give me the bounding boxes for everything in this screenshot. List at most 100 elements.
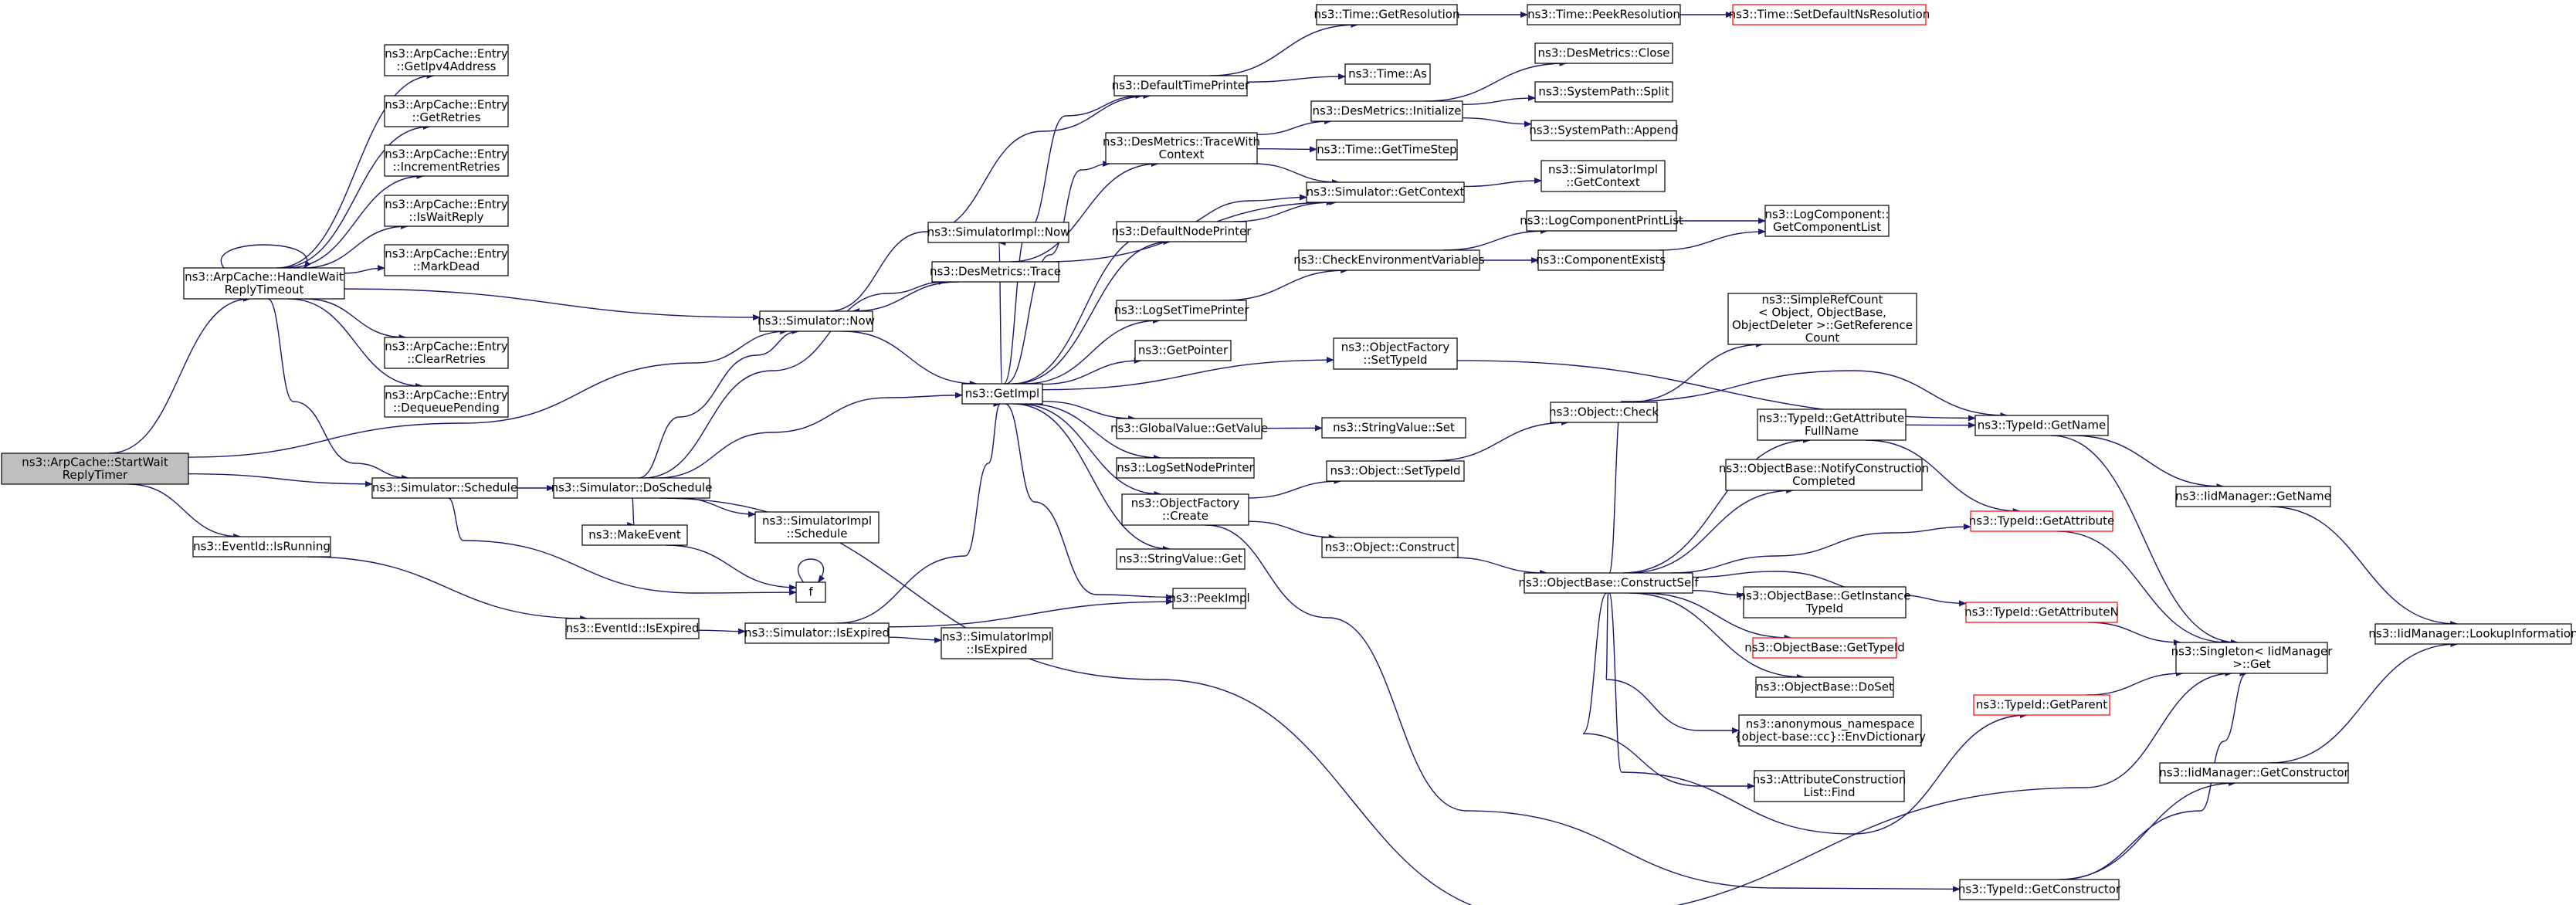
node-n66[interactable]: ns3::IidManager::GetName xyxy=(2175,486,2331,507)
edge-n21-n27 xyxy=(1042,400,1137,422)
node-n48[interactable]: ns3::LogComponentPrintList xyxy=(1520,210,1683,232)
node-n15[interactable]: ns3::SimulatorImpl::Schedule xyxy=(754,511,880,544)
node-n43[interactable]: ns3::Time::SetDefaultNsResolution xyxy=(1729,4,1930,25)
node-label: GetComponentList xyxy=(1773,220,1881,234)
node-label: ReplyTimer xyxy=(63,468,128,482)
node-n39[interactable]: ns3::StringValue::Set xyxy=(1321,417,1466,439)
node-box xyxy=(384,244,509,276)
node-box xyxy=(384,95,509,127)
edge-n53-n60 xyxy=(1582,592,1755,789)
node-n58[interactable]: ns3::ObjectBase::DoSet xyxy=(1755,676,1894,698)
node-box xyxy=(795,581,826,603)
node-n57[interactable]: ns3::ObjectBase::GetTypeId xyxy=(1744,637,1905,659)
node-n3[interactable]: ns3::ArpCache::Entry::GetRetries xyxy=(384,95,509,127)
edge-n0-n9 xyxy=(188,328,788,458)
node-n44[interactable]: ns3::DesMetrics::Close xyxy=(1534,42,1673,64)
node-n63[interactable]: ns3::TypeId::GetAttributeN xyxy=(1964,602,2119,623)
node-n35[interactable]: ns3::Time::GetTimeStep xyxy=(1316,139,1458,161)
node-n13[interactable]: ns3::MakeEvent xyxy=(581,524,688,546)
node-box xyxy=(1530,120,1677,141)
node-n32[interactable]: ns3::Time::GetResolution xyxy=(1314,4,1460,25)
node-n14[interactable]: f xyxy=(795,581,826,603)
node-n69[interactable]: ns3::IidManager::LookupInformation xyxy=(2368,623,2576,645)
edge-n34-n44 xyxy=(1424,60,1568,102)
node-n20[interactable]: ns3::DesMetrics::Trace xyxy=(930,261,1061,283)
node-n64[interactable]: ns3::TypeId::GetParent xyxy=(1973,694,2110,716)
node-n47[interactable]: ns3::SimulatorImpl::GetContext xyxy=(1541,160,1666,192)
node-n24[interactable]: ns3::DefaultNodePrinter xyxy=(1112,221,1252,242)
node-n18[interactable]: ns3::SimulatorImpl::IsExpired xyxy=(941,627,1053,659)
node-n16[interactable]: ns3::EventId::IsExpired xyxy=(565,618,700,639)
edge-n23-n36 xyxy=(1252,163,1340,185)
node-n21[interactable]: ns3::GetImpl xyxy=(961,383,1043,405)
node-n30[interactable]: ns3::StringValue::Get xyxy=(1116,548,1246,570)
node-n55[interactable]: ns3::ObjectBase::NotifyConstructionCompl… xyxy=(1719,459,1929,491)
node-n52[interactable]: ns3::Object::Check xyxy=(1549,402,1659,423)
node-n22[interactable]: ns3::DefaultTimePrinter xyxy=(1112,75,1250,97)
node-n42[interactable]: ns3::Time::PeekResolution xyxy=(1527,4,1681,25)
node-box xyxy=(1725,459,1923,491)
node-box xyxy=(2175,642,2328,674)
node-n8[interactable]: ns3::ArpCache::Entry::DequeuePending xyxy=(384,385,509,418)
node-n10[interactable]: ns3::Simulator::Schedule xyxy=(371,477,518,499)
node-box xyxy=(553,477,710,499)
edge-n40-n52 xyxy=(1431,419,1569,462)
edge-n22-n32 xyxy=(1209,22,1359,76)
node-n61[interactable]: ns3::TypeId::GetName xyxy=(1974,415,2109,436)
node-n46[interactable]: ns3::SystemPath::Append xyxy=(1529,120,1679,141)
node-label: ns3::ArpCache::Entry xyxy=(385,97,508,111)
node-box xyxy=(941,627,1053,659)
node-n51[interactable]: ns3::SimpleRefCount< Object, ObjectBase,… xyxy=(1727,293,1917,345)
node-n53[interactable]: ns3::ObjectBase::ConstructSelf xyxy=(1518,572,1699,594)
node-n38[interactable]: ns3::ObjectFactory::SetTypeId xyxy=(1333,337,1458,370)
node-n12[interactable]: ns3::Simulator::DoSchedule xyxy=(551,477,713,499)
node-label: ns3::ObjectBase::ConstructSelf xyxy=(1518,576,1699,590)
node-box xyxy=(183,267,345,300)
node-box xyxy=(1344,63,1431,85)
node-n2[interactable]: ns3::ArpCache::Entry::GetIpv4Address xyxy=(384,44,509,76)
node-n62[interactable]: ns3::TypeId::GetAttribute xyxy=(1969,510,2114,532)
node-n34[interactable]: ns3::DesMetrics::Initialize xyxy=(1310,100,1463,122)
node-box xyxy=(1105,132,1258,164)
node-n26[interactable]: ns3::GetPointer xyxy=(1134,340,1232,361)
node-label: ::IsExpired xyxy=(967,642,1028,656)
node-n11[interactable]: ns3::EventId::IsRunning xyxy=(192,536,331,558)
node-n33[interactable]: ns3::Time::As xyxy=(1344,63,1431,85)
node-label: ns3::Time::As xyxy=(1348,67,1427,81)
node-box xyxy=(1732,4,1927,25)
node-n9[interactable]: ns3::Simulator::Now xyxy=(758,310,875,332)
node-n67[interactable]: ns3::Singleton< IidManager>::Get xyxy=(2171,642,2334,674)
node-n25[interactable]: ns3::LogSetTimePrinter xyxy=(1113,300,1249,321)
node-n7[interactable]: ns3::ArpCache::Entry::ClearRetries xyxy=(384,337,509,369)
edge-n65-n68 xyxy=(2057,780,2237,880)
node-n37[interactable]: ns3::CheckEnvironmentVariables xyxy=(1293,249,1485,271)
node-n45[interactable]: ns3::SystemPath::Split xyxy=(1534,81,1673,103)
node-n41[interactable]: ns3::Object::Construct xyxy=(1321,537,1459,558)
node-n27[interactable]: ns3::GlobalValue::GetValue xyxy=(1110,418,1268,439)
node-n65[interactable]: ns3::TypeId::GetConstructor xyxy=(1958,879,2121,900)
node-n36[interactable]: ns3::Simulator::GetContext xyxy=(1306,181,1465,203)
node-n19[interactable]: ns3::SimulatorImpl::Now xyxy=(927,222,1070,243)
node-n6[interactable]: ns3::ArpCache::Entry::MarkDead xyxy=(384,244,509,276)
node-n59[interactable]: ns3::anonymous_namespace{object-base::cc… xyxy=(1734,714,1926,747)
node-n49[interactable]: ns3::ComponentExists xyxy=(1536,249,1666,271)
node-n31[interactable]: ns3::PeekImpl xyxy=(1168,588,1250,609)
edge-n53-n63 xyxy=(1692,571,1967,607)
node-n40[interactable]: ns3::Object::SetTypeId xyxy=(1326,460,1465,482)
edge-n12-n9 xyxy=(638,328,800,479)
node-label: ns3::IidManager::GetConstructor xyxy=(2159,766,2349,780)
node-n17[interactable]: ns3::Simulator::IsExpired xyxy=(744,622,890,644)
node-n29[interactable]: ns3::ObjectFactory::Create xyxy=(1121,493,1249,526)
node-n50[interactable]: ns3::LogComponent::GetComponentList xyxy=(1764,205,1890,237)
node-n5[interactable]: ns3::ArpCache::Entry::IsWaitReply xyxy=(384,195,509,227)
node-n28[interactable]: ns3::LogSetNodePrinter xyxy=(1116,457,1255,479)
node-n4[interactable]: ns3::ArpCache::Entry::IncrementRetries xyxy=(384,144,509,177)
node-n68[interactable]: ns3::IidManager::GetConstructor xyxy=(2159,762,2350,784)
node-box xyxy=(1116,300,1247,321)
